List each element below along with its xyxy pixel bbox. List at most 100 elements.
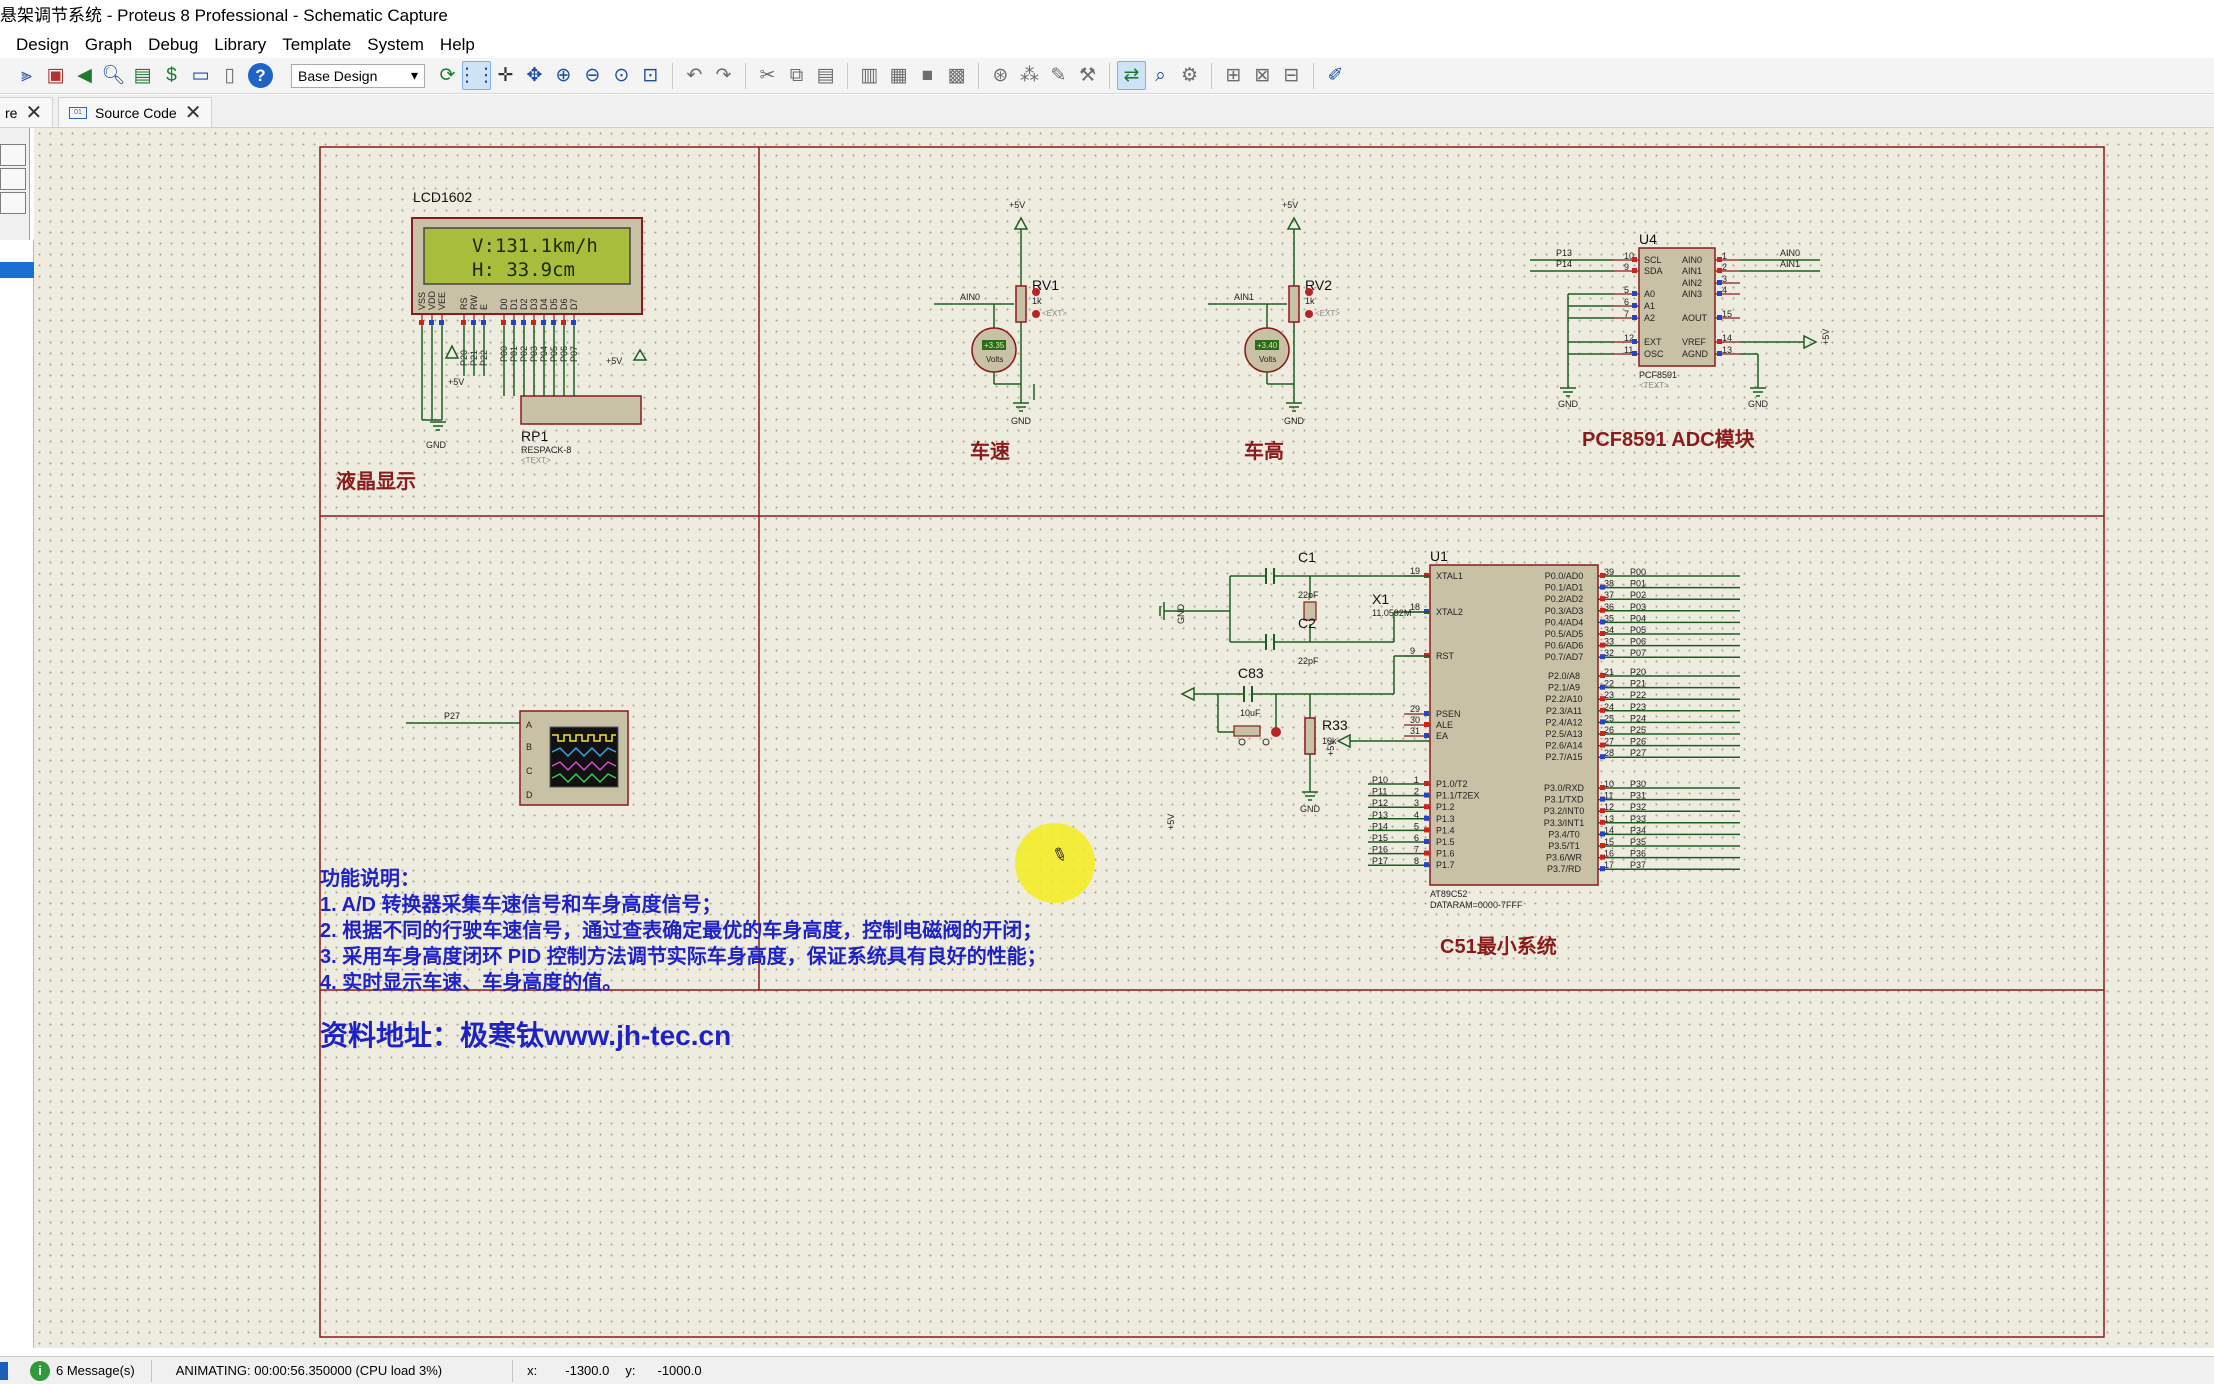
simulation-stop-icon[interactable] [0, 1362, 8, 1380]
mcu-pin-number: 18 [1410, 602, 1420, 612]
design-explorer-icon[interactable]: 🔍︎ [101, 65, 126, 86]
menu-library[interactable]: Library [214, 35, 267, 54]
message-count[interactable]: i 6 Message(s) [30, 1360, 135, 1381]
mcu-pin-number: 26 [1604, 725, 1614, 735]
oscilloscope[interactable]: P27 A B C D [406, 710, 629, 806]
make-device-icon[interactable]: ⁂ [1020, 65, 1039, 86]
bill-of-materials-icon[interactable]: $ [166, 65, 177, 86]
respack-rp1[interactable]: RP1 RESPACK-8 <TEXT> +5V [520, 348, 648, 465]
pcf-pin-label: VREF [1682, 337, 1707, 347]
menu-system[interactable]: System [367, 35, 424, 54]
block-move-icon[interactable]: ▦ [889, 65, 908, 86]
new-sheet-icon[interactable]: ⊞ [1225, 65, 1242, 86]
exit-to-parent-icon[interactable]: ⊟ [1283, 65, 1300, 86]
pcf-pin-label: SDA [1644, 266, 1663, 276]
potentiometer-rv2[interactable]: +5V RV2 1k <EXT> AIN1 +3.40 Volts GND [1208, 200, 1340, 426]
notes-icon[interactable]: ▯ [224, 65, 235, 86]
electrical-rule-check-icon[interactable]: ✐ [1327, 65, 1344, 86]
c83-value: 10uF [1240, 708, 1261, 718]
design-select[interactable]: Base Design ▾ [291, 63, 425, 88]
mcu-net-label: P06 [1630, 637, 1646, 647]
mcu-net-label: P27 [1630, 748, 1646, 758]
pin-state-indicator [1600, 731, 1605, 736]
pcf-pin-number: 12 [1624, 333, 1634, 343]
refresh-icon[interactable]: ⟳ [439, 65, 456, 86]
gerber-viewer-icon[interactable]: ◀ [77, 65, 92, 86]
pin-state-indicator [1600, 673, 1605, 678]
mcu-pin-label: XTAL2 [1436, 607, 1463, 617]
device-list-selected-item[interactable] [0, 262, 34, 278]
scope-trace-c [551, 760, 617, 772]
packaging-tool-icon[interactable]: ✎ [1050, 65, 1067, 86]
pin-state-indicator [1717, 291, 1722, 296]
section-title-adc: PCF8591 ADC模块 [1582, 427, 1756, 451]
tab-source-code[interactable]: 01 Source Code ✕ [58, 97, 213, 127]
grid-toggle-icon[interactable]: ⋮⋮ [458, 61, 496, 90]
potentiometer-rv1[interactable]: +5V RV1 1k <EXT> AIN0 +3.35 Volts GND [934, 200, 1067, 426]
tab-schematic[interactable]: re ✕ [0, 97, 54, 127]
block-rotate-icon[interactable]: ■ [921, 65, 934, 86]
search-tag-icon[interactable]: ⌕ [1155, 65, 1166, 86]
schematic-capture-icon[interactable]: ⫸ [21, 65, 32, 86]
zoom-area-icon[interactable]: ⊡ [642, 65, 659, 86]
copy-icon[interactable]: ⧉ [789, 65, 804, 86]
menu-design[interactable]: Design [16, 35, 69, 54]
close-icon[interactable]: ✕ [25, 101, 43, 124]
mcu-pin-number: 14 [1604, 825, 1614, 835]
undo-icon[interactable]: ↶ [686, 65, 703, 86]
menu-debug[interactable]: Debug [148, 35, 199, 54]
reset-button[interactable] [1233, 725, 1261, 737]
pick-device-icon[interactable]: ⊛ [992, 65, 1009, 86]
scope-channel-d: D [526, 790, 533, 800]
c1-value: 22pF [1298, 590, 1319, 600]
wire-autorouter-icon[interactable]: ⇄ [1117, 61, 1146, 90]
device-list[interactable] [0, 240, 34, 1348]
paste-icon[interactable]: ▤ [816, 65, 835, 86]
source-code-icon[interactable]: ▭ [191, 65, 210, 86]
mcu-pin-number: 24 [1604, 702, 1614, 712]
notes-line-3: 3. 采用车身高度闭环 PID 控制方法调节实际车身高度，保证系统具有良好的性能… [320, 946, 1047, 968]
pan-icon[interactable]: ✥ [526, 65, 543, 86]
mode-button[interactable] [0, 192, 26, 214]
lcd-gnd: GND [426, 440, 447, 450]
mcu-pin-number: 35 [1604, 613, 1614, 623]
lcd-screen [423, 227, 631, 285]
remove-sheet-icon[interactable]: ⊠ [1254, 65, 1271, 86]
help-icon[interactable]: ? [248, 63, 273, 88]
mode-button[interactable] [0, 144, 26, 166]
pin-state-indicator [1600, 831, 1605, 837]
close-icon[interactable]: ✕ [184, 101, 202, 124]
property-assignment-icon[interactable]: ⚙ [1180, 65, 1199, 86]
block-delete-icon[interactable]: ▩ [947, 65, 966, 86]
cursor-highlight [1015, 823, 1095, 903]
zoom-out-icon[interactable]: ⊖ [584, 65, 601, 86]
lcd-line-2: H: 33.9cm [472, 259, 575, 281]
mcu-at89c52-u1[interactable]: U1 XTAL119XTAL218RST9PSEN29ALE30EA31P1.0… [1326, 548, 1740, 910]
pin-state-indicator [1600, 654, 1605, 660]
cut-icon[interactable]: ✂ [759, 65, 776, 86]
decompose-icon[interactable]: ⚒ [1078, 65, 1097, 86]
menu-template[interactable]: Template [282, 35, 352, 54]
bom-icon[interactable]: ▤ [133, 65, 152, 86]
zoom-all-icon[interactable]: ⊙ [613, 65, 630, 86]
mcu-pin-label: P2.5/A13 [1545, 729, 1582, 739]
scope-channel-c: C [526, 766, 533, 776]
pcf-pin-number: 3 [1722, 274, 1727, 284]
redo-icon[interactable]: ↷ [715, 65, 732, 86]
pcb-layout-icon[interactable]: ▣ [46, 65, 65, 86]
mode-button[interactable] [0, 168, 26, 190]
resource-link[interactable]: 资料地址：极寒钛www.jh-tec.cn [320, 1020, 732, 1051]
rv1-value: 1k [1032, 296, 1042, 306]
block-copy-icon[interactable]: ▥ [860, 65, 879, 86]
menu-help[interactable]: Help [439, 35, 475, 54]
menu-graph[interactable]: Graph [84, 35, 133, 54]
mcu-pin-label: P0.5/AD5 [1545, 629, 1584, 639]
zoom-in-icon[interactable]: ⊕ [555, 65, 572, 86]
origin-icon[interactable]: ✛ [497, 65, 514, 86]
pcf-pin-number: 2 [1722, 262, 1727, 272]
